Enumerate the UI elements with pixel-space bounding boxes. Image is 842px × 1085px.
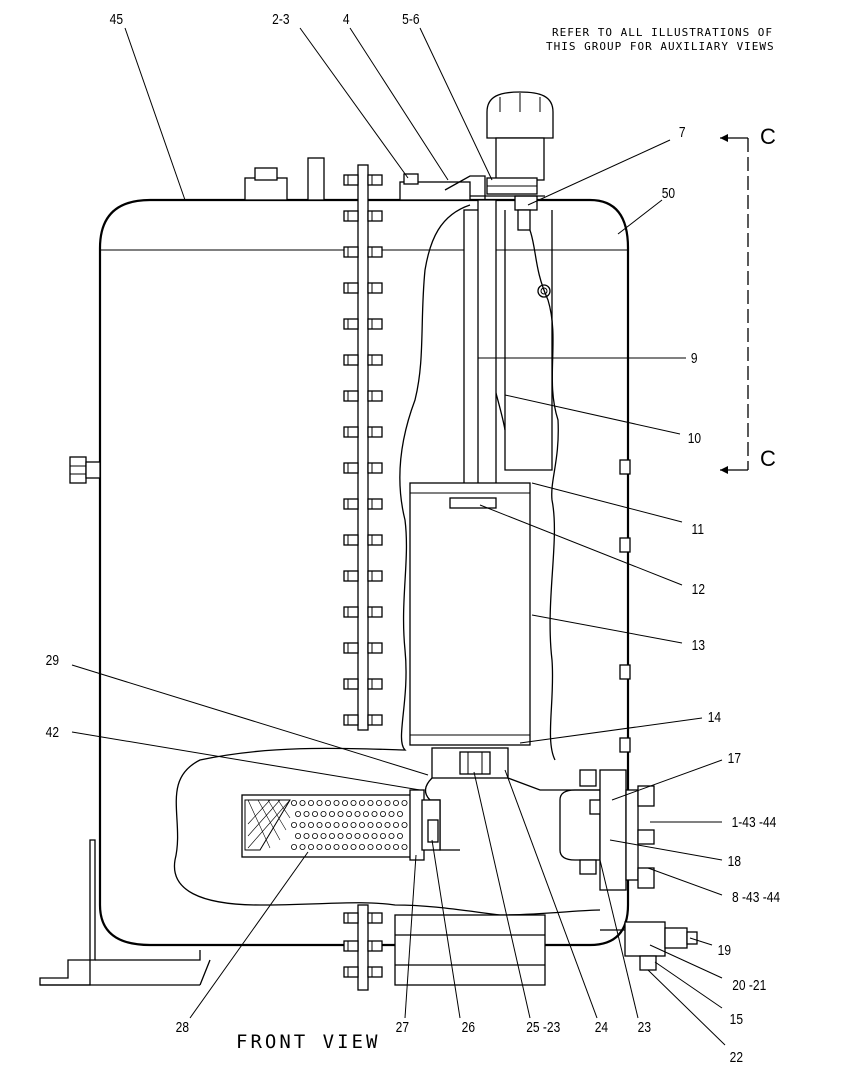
rod	[463, 199, 497, 511]
callout-23: 23	[638, 1019, 651, 1036]
callout-12: 12	[692, 581, 705, 598]
callout-25-23: 25 -23	[526, 1019, 560, 1036]
callout-labels: 45 2-3 4 5-6 7 50 9 10 11 12 13 14 29 42…	[46, 11, 781, 1066]
callout-20-21: 20 -21	[732, 977, 766, 994]
callout-1-43-44: 1-43 -44	[732, 814, 777, 831]
callout-17: 17	[728, 750, 741, 767]
callout-7: 7	[679, 124, 686, 141]
callout-11: 11	[692, 521, 704, 538]
callout-4: 4	[343, 11, 350, 28]
side-boss	[69, 456, 101, 484]
callout-8-43-44: 8 -43 -44	[732, 889, 780, 906]
callout-18: 18	[728, 853, 741, 870]
callout-10: 10	[688, 430, 702, 447]
callout-5-6: 5-6	[402, 11, 419, 28]
strainer	[241, 789, 441, 861]
note-line-1: REFER TO ALL ILLUSTRATIONS OF	[552, 26, 773, 39]
filter-canister	[409, 482, 531, 746]
bolted-flange	[357, 164, 369, 991]
callout-19: 19	[718, 942, 731, 959]
view-title: FRONT VIEW	[236, 1031, 380, 1053]
callout-14: 14	[708, 709, 722, 726]
flange-bolts	[343, 174, 383, 978]
valve-housing	[424, 747, 600, 851]
callout-27: 27	[396, 1019, 409, 1036]
callout-29: 29	[46, 652, 59, 669]
callout-28: 28	[176, 1019, 189, 1036]
section-mark: C C	[720, 124, 776, 474]
callout-42: 42	[46, 724, 59, 741]
callout-45: 45	[110, 11, 123, 28]
callout-13: 13	[692, 637, 705, 654]
callout-50: 50	[662, 185, 676, 202]
section-label-bottom: C	[760, 446, 776, 471]
section-label-top: C	[760, 124, 776, 149]
callout-15: 15	[730, 1011, 743, 1028]
callout-26: 26	[462, 1019, 475, 1036]
mounting-foot	[39, 839, 211, 986]
leader-lines	[71, 27, 726, 1046]
head-assembly	[444, 91, 554, 231]
drain-assembly	[394, 914, 698, 986]
note-line-2: THIS GROUP FOR AUXILIARY VIEWS	[546, 40, 775, 53]
right-fittings	[559, 459, 655, 891]
callout-24: 24	[595, 1019, 609, 1036]
callout-2-3: 2-3	[272, 11, 289, 28]
callout-9: 9	[691, 350, 698, 367]
tube	[504, 210, 553, 471]
callout-22: 22	[730, 1049, 743, 1066]
